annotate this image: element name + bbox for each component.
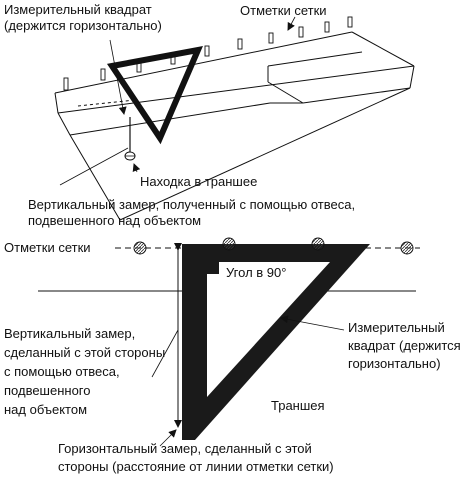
grid-peg [324, 21, 330, 33]
label-lower-square-line2: квадрат (держится [348, 338, 461, 353]
trench-outline [54, 31, 415, 221]
grid-peg [268, 32, 274, 44]
grid-peg [133, 241, 147, 255]
grid-peg [311, 237, 325, 251]
label-lower-vertical-line3: с помощью отвеса, [4, 364, 120, 379]
find-object [124, 151, 136, 161]
label-lower-vertical-line2: сделанный с этой стороны [4, 345, 165, 360]
lower-figure: Отметки сетки Угол в 90° Вертикальный за… [4, 237, 461, 474]
label-lower-square-line3: горизонтально) [348, 356, 441, 371]
grid-marks-lower [133, 237, 414, 255]
label-lower-vertical-line5: над объектом [4, 402, 87, 417]
label-vertical-line1: Вертикальный замер, полученный с помощью… [28, 197, 355, 212]
label-grid-marks-lower: Отметки сетки [4, 240, 91, 255]
label-lower-square-line1: Измерительный [348, 320, 445, 335]
label-grid-marks-upper: Отметки сетки [240, 3, 327, 18]
grid-peg [400, 241, 414, 255]
leaders-lower [151, 315, 345, 447]
grid-peg [100, 68, 106, 81]
label-horizontal-line1: Горизонтальный замер, сделанный с этой [58, 441, 312, 456]
right-angle-marker [207, 262, 219, 274]
leaders-upper [59, 16, 296, 186]
label-square-line1: Измерительный квадрат [4, 2, 152, 17]
grid-peg [222, 237, 236, 251]
label-lower-vertical-line4: подвешенного [4, 383, 91, 398]
label-find: Находка в траншее [140, 174, 257, 189]
grid-peg [63, 77, 69, 91]
label-horizontal-line2: стороны (расстояние от линии отметки сет… [58, 459, 334, 474]
grid-peg [237, 38, 243, 50]
measuring-square-upper [106, 46, 203, 145]
label-angle: Угол в 90° [226, 265, 286, 280]
upper-figure: Измерительный квадрат (держится горизонт… [4, 2, 415, 228]
label-trench: Траншея [271, 398, 325, 413]
label-vertical-line2: подвешенного над объектом [28, 213, 201, 228]
measuring-square-lower [182, 244, 370, 440]
grid-peg [204, 45, 210, 57]
grid-peg [298, 26, 304, 38]
label-square-line2: (держится горизонтально) [4, 18, 162, 33]
label-lower-vertical-line1: Вертикальный замер, [4, 326, 135, 341]
grid-peg [347, 16, 353, 28]
grid-marks-upper [63, 16, 353, 91]
